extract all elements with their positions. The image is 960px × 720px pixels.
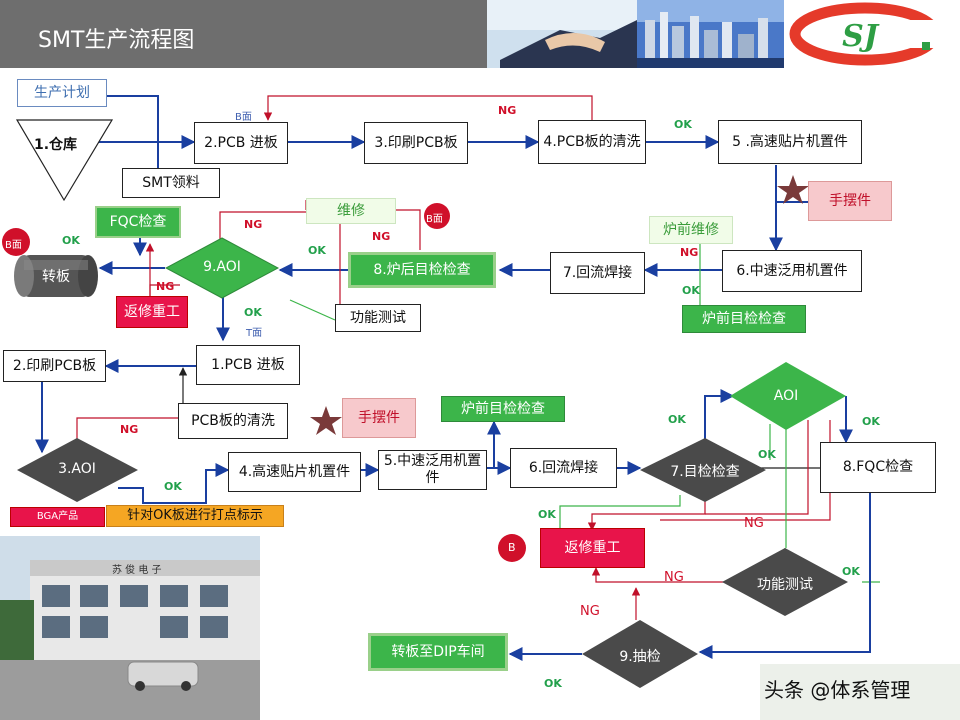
ng-label: NG: [120, 423, 139, 436]
star-icon: [310, 406, 342, 435]
company-logo: SJ: [784, 0, 960, 68]
flip-label: 转板: [42, 269, 70, 285]
ng-label: NG: [244, 218, 263, 231]
visual-check-label: 7.目检检查: [670, 464, 740, 480]
ok-label: OK: [544, 677, 562, 690]
ms-place-box: 6.中速泛用机置件: [722, 250, 862, 292]
reflow-box: 7.回流焊接: [550, 252, 645, 294]
mark-ok-box: 针对OK板进行打点标示: [106, 505, 284, 527]
sampling-label: 9.抽检: [619, 649, 661, 665]
warehouse-label: 1.仓库: [34, 137, 78, 153]
ok-label: OK: [244, 306, 262, 319]
visual-check-diamond: [640, 438, 766, 502]
func-test-diamond: [722, 548, 848, 616]
pre-insp-box: 炉前目检检查: [682, 305, 806, 333]
b-side-label: B面: [426, 214, 443, 225]
warehouse-triangle: [15, 119, 114, 202]
pcb-in-box: 2.PCB 进板: [194, 122, 288, 164]
reflow-box-2: 6.回流焊接: [510, 448, 617, 488]
smt-material-box: SMT领料: [122, 168, 220, 198]
ok-label: OK: [538, 508, 556, 521]
post-insp-box: 8.炉后目检检查: [348, 252, 496, 288]
aoi2-label: AOI: [773, 388, 799, 404]
b-side-circle-icon: [424, 203, 450, 229]
handshake-photo: [487, 0, 637, 68]
city-photo: [637, 0, 784, 68]
ok-label: OK: [308, 244, 326, 257]
svg-text:苏 俊 电 子: 苏 俊 电 子: [112, 563, 162, 576]
ng-label: NG: [156, 280, 175, 293]
repair-box: 维修: [306, 198, 396, 224]
aoi3-label: 3.AOI: [58, 461, 96, 477]
manual-place-box: 手摆件: [808, 181, 892, 221]
page-title: SMT生产流程图: [38, 28, 195, 53]
hs-place-box: 5 .高速贴片机置件: [718, 120, 862, 164]
hs-place-box-2: 4.高速贴片机置件: [228, 452, 361, 492]
ng-label: NG: [498, 104, 517, 117]
ok-label: OK: [674, 118, 692, 131]
aoi3-diamond: [17, 438, 138, 502]
ok-label: OK: [164, 480, 182, 493]
watermark-text: 头条 @体系管理: [764, 678, 911, 702]
ms-place-box-2: 5.中速泛用机置件: [378, 450, 487, 490]
ok-label: OK: [862, 415, 880, 428]
b-side-label: B面: [235, 112, 252, 123]
factory-photo: 苏 俊 电 子: [0, 536, 260, 720]
connectors-top: [81, 95, 808, 342]
transfer-dip-box: 转板至DIP车间: [368, 633, 508, 671]
sampling-diamond: [582, 620, 698, 688]
aoi2-diamond: [730, 362, 846, 430]
plan-box: 生产计划: [17, 79, 107, 107]
pre-insp-box-2: 炉前目检检查: [441, 396, 565, 422]
print-pcb-box: 3.印刷PCB板: [364, 122, 468, 164]
fqc-box-2: 8.FQC检查: [820, 442, 936, 493]
ok-label: OK: [682, 284, 700, 297]
t-side-label: T面: [246, 328, 263, 339]
b-circle-icon: [498, 534, 526, 562]
print-pcb-box-2: 2.印刷PCB板: [3, 350, 106, 382]
ng-label: NG: [580, 604, 600, 619]
func-test-box: 功能测试: [335, 304, 421, 332]
b-side-circle-icon: [2, 228, 30, 256]
b-side-label: B面: [5, 240, 22, 251]
aoi-label: 9.AOI: [203, 259, 241, 275]
header-bar: [0, 0, 487, 68]
ng-label: NG: [744, 516, 764, 531]
ng-label: NG: [372, 230, 391, 243]
pcb-clean-box-2: PCB板的清洗: [178, 403, 288, 439]
pre-repair-box: 炉前维修: [649, 216, 733, 244]
svg-text:SJ: SJ: [842, 19, 880, 54]
ng-label: NG: [664, 570, 684, 585]
star-icon: [777, 175, 809, 204]
pcb-clean-box: 4.PCB板的清洗: [538, 120, 646, 164]
manual-place-box-2: 手摆件: [342, 398, 416, 438]
ok-label: OK: [842, 565, 860, 578]
fqc-box: FQC检查: [95, 206, 181, 238]
b-label: B: [508, 541, 516, 554]
connectors-bottom: [35, 359, 880, 661]
rework-box-2: 返修重工: [540, 528, 645, 568]
flip-cylinder: [14, 255, 98, 297]
rework-box: 返修重工: [116, 296, 188, 328]
ok-label: OK: [758, 448, 776, 461]
pcb-in-box-2: 1.PCB 进板: [196, 345, 300, 385]
func-test-label: 功能测试: [757, 577, 813, 593]
ng-label: NG: [680, 246, 699, 259]
ok-label: OK: [62, 234, 80, 247]
ok-label: OK: [668, 413, 686, 426]
aoi-diamond: [164, 237, 280, 299]
bga-box: BGA产品: [10, 507, 105, 527]
watermark-bg: [760, 664, 960, 720]
